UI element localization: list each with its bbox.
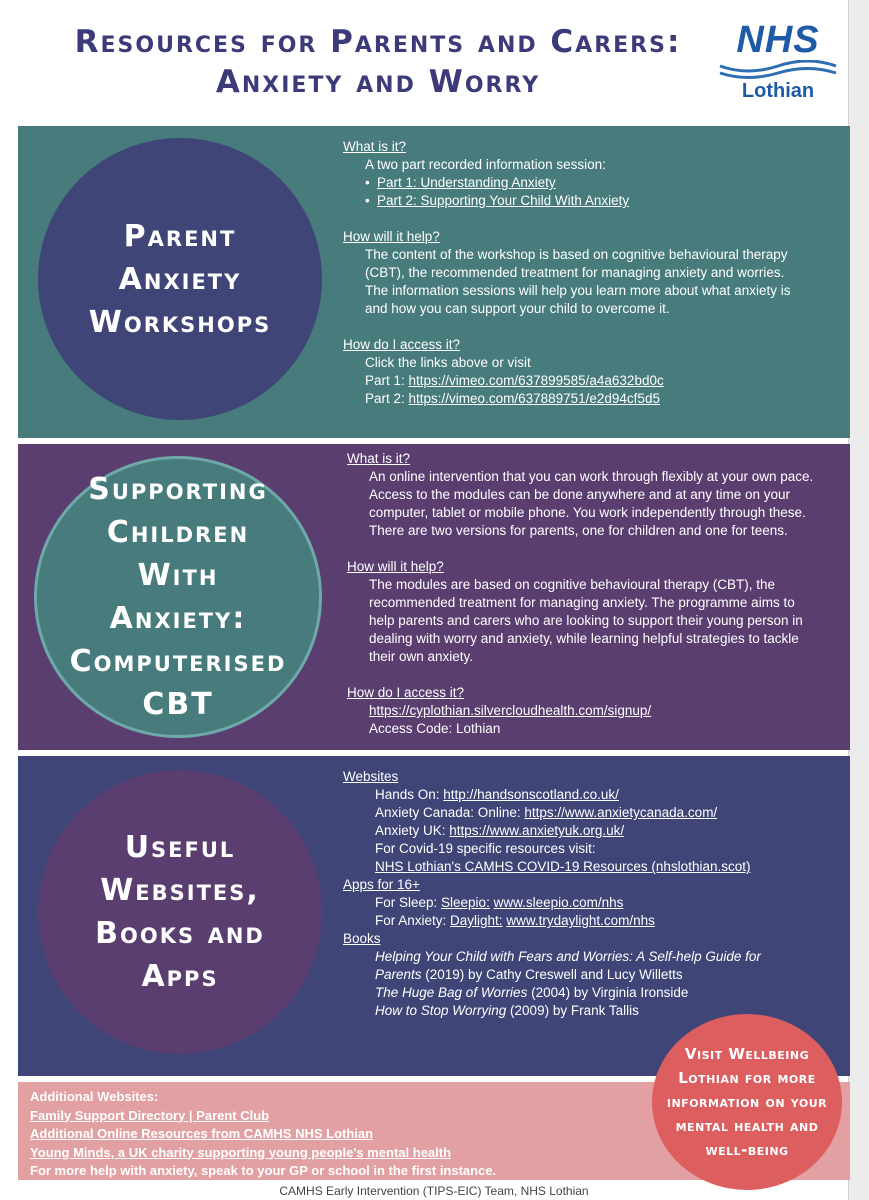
covid-text: For Covid-19 specific resources visit: <box>375 841 596 856</box>
daylight-web-link[interactable]: www.trydaylight.com/nhs <box>506 913 655 928</box>
section-circle-title: Parent Anxiety Workshops <box>88 218 272 340</box>
section-circle: Parent Anxiety Workshops <box>38 138 322 420</box>
covid-resources-link[interactable]: NHS Lothian's CAMHS COVID-19 Resources (… <box>375 859 751 874</box>
anxiety-canada-label: Anxiety Canada: Online: <box>375 805 525 820</box>
sleep-app-row: For Sleep: Sleepio: www.sleepio.com/nhs <box>343 894 843 912</box>
anxiety-canada-link[interactable]: https://www.anxietycanada.com/ <box>524 805 718 820</box>
anxiety-label: For Anxiety: <box>375 913 451 928</box>
part1-row: Part 1: https://vimeo.com/637899585/a4a6… <box>343 372 843 390</box>
footer-links: Additional Websites: Family Support Dire… <box>30 1088 670 1181</box>
part2-vimeo-link[interactable]: https://vimeo.com/637889751/e2d94cf5d5 <box>408 391 660 406</box>
flyer-page: Resources for Parents and Carers: Anxiet… <box>0 0 849 1200</box>
part1-vimeo-link[interactable]: https://vimeo.com/637899585/a4a632bd0c <box>408 373 664 388</box>
help-line: and how you can support your child to ov… <box>365 301 670 316</box>
computerised-cbt-section: Supporting Children With Anxiety: Comput… <box>18 444 850 750</box>
help-line: their own anxiety. <box>369 649 474 664</box>
help-line: dealing with worry and anxiety, while le… <box>369 631 799 646</box>
help-line: The information sessions will help you l… <box>365 283 791 298</box>
section-circle-title: Supporting Children With Anxiety: Comput… <box>69 472 287 722</box>
what-heading: What is it? <box>347 451 411 466</box>
section-content: What is it? A two part recorded informat… <box>343 138 843 408</box>
anxiety-uk-link[interactable]: https://www.anxietyuk.org.uk/ <box>449 823 625 838</box>
wellbeing-lothian-badge[interactable]: Visit Wellbeing Lothian for more informa… <box>652 1014 842 1190</box>
book1-title-end: Parents <box>375 967 422 982</box>
part1-workshop-link[interactable]: Part 1: Understanding Anxiety <box>377 175 556 190</box>
what-text: A two part recorded information session: <box>365 157 606 172</box>
book2-title: The Huge Bag of Worries <box>375 985 528 1000</box>
apps-heading: Apps for 16+ <box>343 877 420 892</box>
sleep-label: For Sleep: <box>375 895 442 910</box>
hands-on-label: Hands On: <box>375 787 444 802</box>
help-line: (CBT), the recommended treatment for man… <box>365 265 785 280</box>
nhs-logo-subtext: Lothian <box>741 80 815 102</box>
nhs-logo-text: NHS <box>736 19 820 61</box>
what-line: An online intervention that you can work… <box>369 469 814 484</box>
part2-label: Part 2: <box>365 391 409 406</box>
hands-on-row: Hands On: http://handsonscotland.co.uk/ <box>343 786 843 804</box>
list-item: Part 1: Understanding Anxiety <box>343 174 843 192</box>
book3-details: (2009) by Frank Tallis <box>506 1003 639 1018</box>
footer-note: For more help with anxiety, speak to you… <box>30 1163 497 1178</box>
young-minds-link[interactable]: Young Minds, a UK charity supporting you… <box>30 1144 452 1160</box>
credits: CAMHS Early Intervention (TIPS-EIC) Team… <box>279 1184 589 1198</box>
access-code: Access Code: Lothian <box>369 721 501 736</box>
silvercloud-signup-link[interactable]: https://cyplothian.silvercloudhealth.com… <box>369 703 652 718</box>
book3-title: How to Stop Worrying <box>375 1003 507 1018</box>
what-line: There are two versions for parents, one … <box>369 523 788 538</box>
nhs-lothian-logo: NHS Lothian <box>718 20 838 106</box>
page-title-line-1: Resources for Parents and Carers: <box>74 24 682 60</box>
anxiety-app-row: For Anxiety: Daylight: www.trydaylight.c… <box>343 912 843 930</box>
daylight-app-link[interactable]: Daylight: <box>450 913 503 928</box>
book2-details: (2004) by Virginia Ironside <box>527 985 689 1000</box>
book1-details: (2019) by Cathy Creswell and Lucy Willet… <box>421 967 683 982</box>
what-line: Access to the modules can be done anywhe… <box>369 487 791 502</box>
section-circle-title: Useful Websites, Books and Apps <box>95 830 265 994</box>
page-title-line-2: Anxiety and Worry <box>215 64 541 100</box>
help-line: The modules are based on cognitive behav… <box>369 577 775 592</box>
hands-on-link[interactable]: http://handsonscotland.co.uk/ <box>443 787 619 802</box>
help-heading: How will it help? <box>347 559 444 574</box>
wellbeing-lothian-text: Visit Wellbeing Lothian for more informa… <box>666 1045 828 1159</box>
family-support-link[interactable]: Family Support Directory | Parent Club <box>30 1107 270 1123</box>
camhs-resources-link[interactable]: Additional Online Resources from CAMHS N… <box>30 1126 374 1141</box>
part2-workshop-link[interactable]: Part 2: Supporting Your Child With Anxie… <box>377 193 630 208</box>
anxiety-uk-row: Anxiety UK: https://www.anxietyuk.org.uk… <box>343 822 843 840</box>
sleepio-app-link[interactable]: Sleepio: <box>441 895 490 910</box>
websites-heading: Websites <box>343 769 399 784</box>
sleepio-web-link[interactable]: www.sleepio.com/nhs <box>493 895 624 910</box>
section-content: Websites Hands On: http://handsonscotlan… <box>343 768 843 1020</box>
anxiety-uk-label: Anxiety UK: <box>375 823 450 838</box>
book3-row: How to Stop Worrying (2009) by Frank Tal… <box>343 1002 843 1020</box>
access-heading: How do I access it? <box>343 337 461 352</box>
section-content: What is it? An online intervention that … <box>347 450 847 738</box>
list-item: Part 2: Supporting Your Child With Anxie… <box>343 192 843 210</box>
what-line: computer, tablet or mobile phone. You wo… <box>369 505 806 520</box>
what-heading: What is it? <box>343 139 407 154</box>
useful-resources-section: Useful Websites, Books and Apps Websites… <box>18 756 850 1076</box>
section-circle: Supporting Children With Anxiety: Comput… <box>34 456 322 738</box>
books-heading: Books <box>343 931 381 946</box>
nhs-logo-box: NHS <box>730 20 826 60</box>
access-text: Click the links above or visit <box>365 355 531 370</box>
book1-row: Parents (2019) by Cathy Creswell and Luc… <box>343 966 843 984</box>
help-heading: How will it help? <box>343 229 440 244</box>
book1-title-line: Helping Your Child with Fears and Worrie… <box>375 949 761 964</box>
parent-anxiety-workshops-section: Parent Anxiety Workshops What is it? A t… <box>18 126 850 438</box>
waves-icon <box>719 60 837 79</box>
help-line: help parents and carers who are looking … <box>369 613 803 628</box>
part2-row: Part 2: https://vimeo.com/637889751/e2d9… <box>343 390 843 408</box>
footer-heading: Additional Websites: <box>30 1089 159 1104</box>
anxiety-canada-row: Anxiety Canada: Online: https://www.anxi… <box>343 804 843 822</box>
section-circle: Useful Websites, Books and Apps <box>38 770 322 1054</box>
help-line: recommended treatment for managing anxie… <box>369 595 795 610</box>
access-heading: How do I access it? <box>347 685 465 700</box>
help-line: The content of the workshop is based on … <box>365 247 788 262</box>
part1-label: Part 1: <box>365 373 409 388</box>
book2-row: The Huge Bag of Worries (2004) by Virgin… <box>343 984 843 1002</box>
header: Resources for Parents and Carers: Anxiet… <box>18 0 850 126</box>
